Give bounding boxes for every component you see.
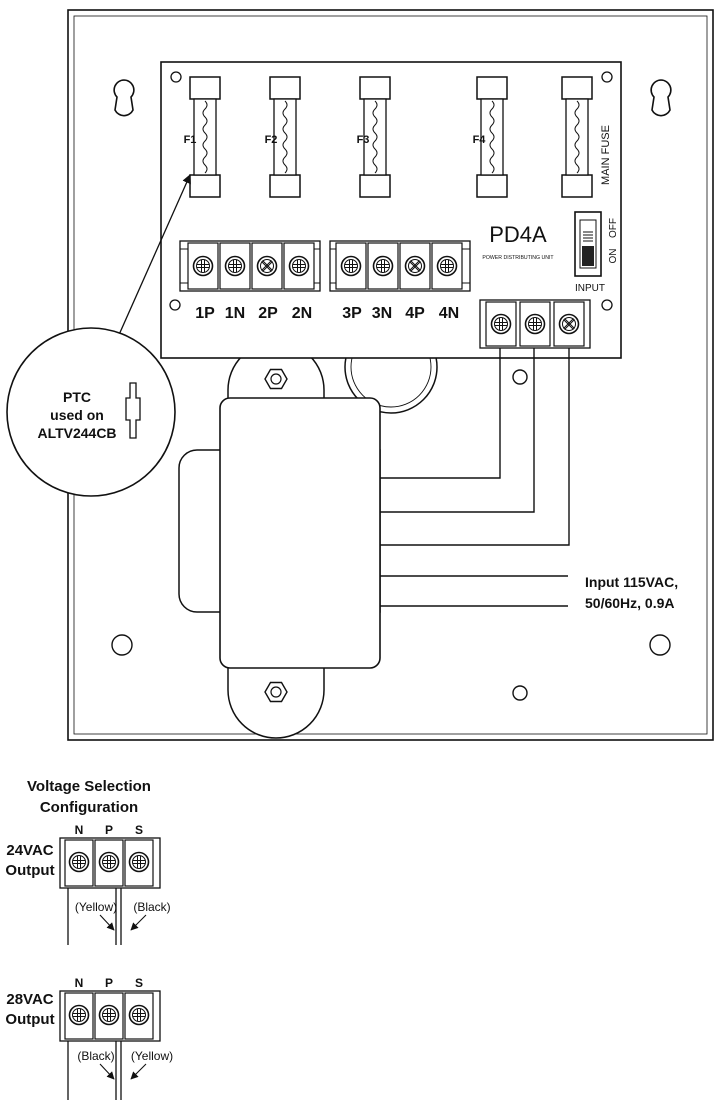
mount-hole: [111, 634, 133, 656]
wire-label-left: (Black): [77, 1049, 114, 1063]
ptc-callout: [6, 327, 176, 497]
fuse-label-f2: F2: [265, 134, 278, 146]
wire-label-right: (Yellow): [131, 1049, 173, 1063]
input-spec-line2: 50/60Hz, 0.9A: [585, 595, 675, 611]
fuse-main: [561, 76, 593, 198]
voltage-selection-title2: Configuration: [40, 799, 138, 816]
terminal-label-p: P: [105, 823, 113, 837]
board-hole: [169, 299, 181, 311]
voltage-config-28vac: N P S 28VAC Output (Black) (Yellow): [5, 976, 173, 1100]
terminal-label-3p: 3P: [342, 305, 362, 322]
callout-arrow: [109, 174, 191, 356]
input-spec-line1: Input 115VAC,: [585, 574, 678, 590]
model-label: PD4A: [489, 222, 547, 247]
wire-label-left: (Yellow): [75, 900, 117, 914]
terminal-label-2p: 2P: [258, 305, 278, 322]
input-terminal-block: [479, 299, 591, 349]
terminal-label-4n: 4N: [439, 305, 459, 322]
input-wires: [380, 348, 570, 607]
terminal-label-n: N: [75, 823, 84, 837]
transformer-core: [219, 397, 381, 669]
keyhole-right: [650, 79, 672, 117]
terminal-label-n: N: [75, 976, 84, 990]
terminal-block-left: [179, 240, 321, 292]
terminal-label-1n: 1N: [225, 305, 245, 322]
board-hole: [170, 71, 182, 83]
voltage-label-24vac: 24VAC: [6, 842, 53, 859]
input-switch-lever: [582, 246, 594, 266]
terminal-label-1p: 1P: [195, 305, 215, 322]
input-label: INPUT: [575, 283, 605, 294]
voltage-selection-title1: Voltage Selection: [27, 778, 151, 795]
board-hole: [601, 71, 613, 83]
terminal-label-3n: 3N: [372, 305, 392, 322]
main-fuse-label: MAIN FUSE: [600, 125, 612, 185]
terminal-label-4p: 4P: [405, 305, 425, 322]
input-switch: [574, 211, 602, 277]
voltage-label-28vac: 28VAC: [6, 991, 53, 1008]
output-label: Output: [5, 1011, 54, 1028]
ptc-component-icon: [125, 382, 141, 439]
model-subtitle: POWER DISTRIBUTING UNIT: [482, 255, 554, 261]
voltage-config-24vac: N P S 24VAC Output (Yellow) (Black): [5, 823, 171, 945]
input-switch-frame: [579, 219, 597, 269]
mount-hole: [512, 369, 528, 385]
ptc-callout-line3: ALTV244CB: [37, 425, 116, 441]
terminal-label-2n: 2N: [292, 305, 312, 322]
fuse-label-f4: F4: [473, 134, 487, 146]
fuse-label-f3: F3: [357, 134, 370, 146]
terminal-label-s: S: [135, 823, 143, 837]
switch-off-label: OFF: [608, 218, 619, 238]
terminal-label-s: S: [135, 976, 143, 990]
output-label: Output: [5, 862, 54, 879]
mount-hole: [649, 634, 671, 656]
board-hole: [601, 299, 613, 311]
transformer-nut: [264, 368, 288, 390]
mount-hole: [512, 685, 528, 701]
wire-label-right: (Black): [133, 900, 170, 914]
ptc-callout-line1: PTC: [63, 389, 91, 405]
keyhole-left: [113, 79, 135, 117]
switch-on-label: ON: [608, 249, 619, 264]
terminal-block-right: [329, 240, 471, 292]
fuse-label-f1: F1: [184, 134, 197, 146]
ptc-callout-line2: used on: [50, 407, 104, 423]
transformer-nut: [264, 681, 288, 703]
terminal-label-p: P: [105, 976, 113, 990]
